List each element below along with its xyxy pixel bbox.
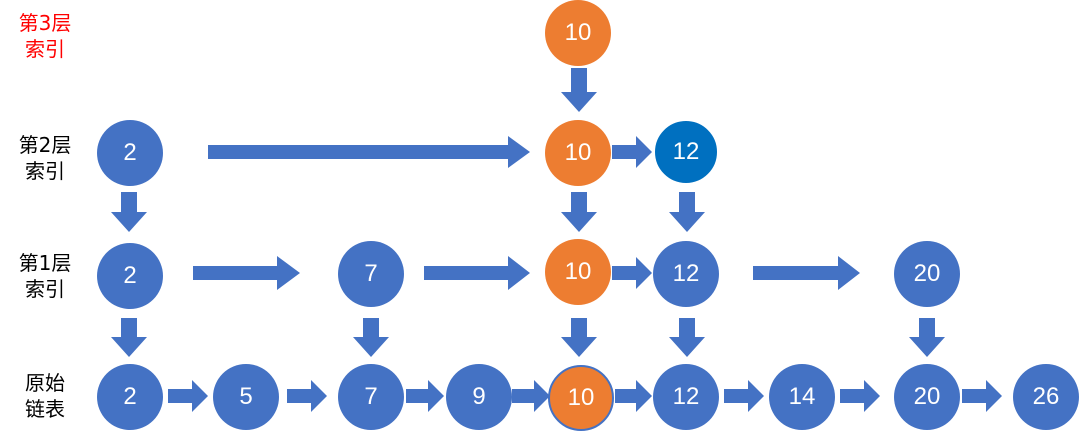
base-list-label: 原始 链表 <box>0 370 90 422</box>
base-node: 20 <box>894 364 960 430</box>
right-arrow <box>406 380 444 412</box>
right-arrow <box>612 257 652 289</box>
level-1-label-line2: 索引 <box>25 277 65 301</box>
level-1-node: 12 <box>653 241 719 307</box>
level-1-label: 第1层 索引 <box>0 250 90 302</box>
node-value: 12 <box>672 138 700 165</box>
base-node: 26 <box>1013 364 1079 430</box>
node-value: 2 <box>123 383 137 410</box>
down-arrow <box>669 192 705 232</box>
right-arrow <box>168 380 208 412</box>
level-1-label-line1: 第1层 <box>18 251 72 275</box>
down-arrow <box>111 318 147 357</box>
node-value: 20 <box>913 383 941 410</box>
right-arrow <box>753 256 860 290</box>
level-2-node: 10 <box>545 120 611 186</box>
node-value: 14 <box>788 383 816 410</box>
right-arrow <box>724 380 764 412</box>
base-node: 2 <box>97 364 163 430</box>
node-value: 20 <box>913 260 941 287</box>
base-node: 12 <box>653 364 719 430</box>
node-value: 10 <box>564 19 592 46</box>
node-value: 5 <box>239 383 253 410</box>
base-list-label-line2: 链表 <box>25 397 65 421</box>
base-node: 14 <box>769 364 835 430</box>
node-value: 7 <box>364 260 378 287</box>
down-arrow <box>669 318 705 357</box>
base-list-label-line1: 原始 <box>25 371 65 395</box>
base-node: 5 <box>213 364 279 430</box>
level-3-label-line2: 索引 <box>25 37 65 61</box>
right-arrow <box>615 380 652 412</box>
level-2-label-line1: 第2层 <box>18 133 72 157</box>
level-3-label: 第3层 索引 <box>0 10 90 62</box>
level-1-node: 7 <box>338 241 404 307</box>
right-arrow <box>840 380 880 412</box>
node-value: 7 <box>364 383 378 410</box>
node-value: 10 <box>564 258 592 285</box>
level-2-label-line2: 索引 <box>25 159 65 183</box>
base-node: 9 <box>446 364 512 430</box>
right-arrow <box>612 136 652 168</box>
level-3-node: 10 <box>545 0 611 66</box>
down-arrow <box>111 192 147 232</box>
right-arrow <box>193 256 300 290</box>
base-node: 10 <box>548 365 614 431</box>
base-node: 7 <box>338 364 404 430</box>
level-1-node: 20 <box>894 241 960 307</box>
right-arrow <box>208 136 530 168</box>
node-value: 9 <box>472 383 486 410</box>
level-2-label: 第2层 索引 <box>0 132 90 184</box>
node-value: 12 <box>672 260 700 287</box>
node-value: 2 <box>123 262 137 289</box>
right-arrow <box>962 380 1002 412</box>
level-1-node: 10 <box>545 239 611 305</box>
down-arrow <box>561 192 597 232</box>
level-3-label-line1: 第3层 <box>18 11 72 35</box>
node-value: 10 <box>567 384 595 411</box>
right-arrow <box>512 380 550 412</box>
down-arrow <box>909 318 945 357</box>
level-2-node: 12 <box>653 119 719 185</box>
node-value: 12 <box>672 383 700 410</box>
level-2-node: 2 <box>97 120 163 186</box>
right-arrow <box>287 380 327 412</box>
down-arrow <box>561 68 597 112</box>
down-arrow <box>561 318 597 357</box>
node-value: 10 <box>564 139 592 166</box>
down-arrow <box>353 318 389 357</box>
node-value: 2 <box>123 139 137 166</box>
level-1-node: 2 <box>97 243 163 309</box>
node-value: 26 <box>1032 383 1060 410</box>
right-arrow <box>424 256 530 290</box>
